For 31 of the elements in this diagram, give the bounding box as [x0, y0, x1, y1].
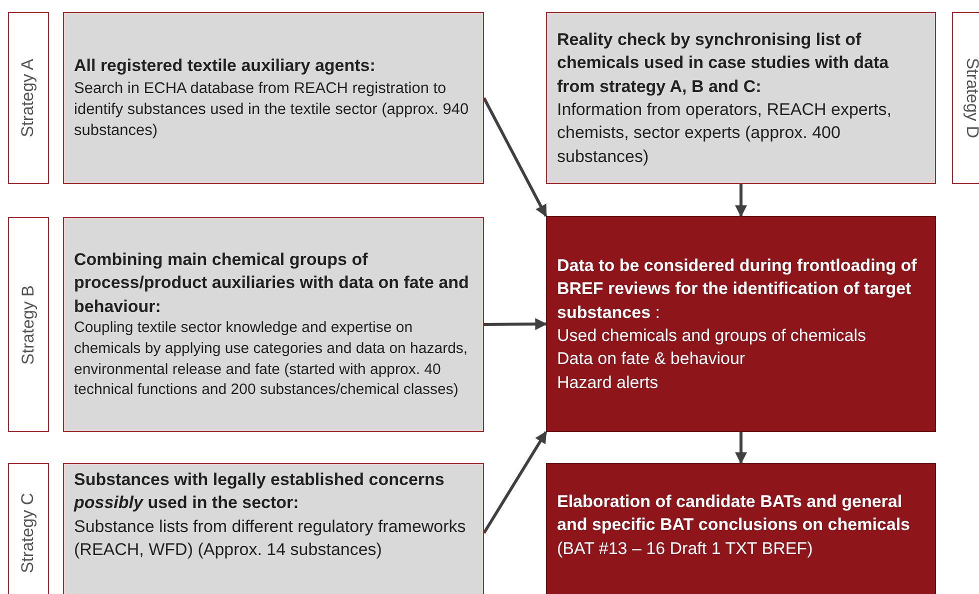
- arrow: [735, 432, 747, 464]
- arrow: [482, 97, 548, 218]
- process-box: [63, 463, 484, 594]
- box-text: Search in ECHA database from REACH registration to identify substances used in the textile sector (approx. 940 substances): [74, 78, 470, 142]
- process-box: [63, 217, 484, 432]
- box-text: Data on fate & behaviour: [557, 348, 746, 370]
- result-box: [546, 216, 936, 432]
- strategy-label: Strategy B: [18, 284, 38, 364]
- box-text: Hazard alerts: [557, 372, 660, 394]
- box-heading: Data to be considered during frontloading of BREF reviews for the identification of target substances :: [557, 254, 918, 324]
- box-heading: Reality check by synchronising list of chemicals used in case studies with data from strategy A, B and C:: [557, 28, 890, 98]
- strategy-label: Strategy A: [18, 58, 38, 138]
- strategy-label-box: [8, 217, 49, 432]
- strategy-label: Strategy D: [962, 58, 979, 138]
- result-box: [546, 463, 936, 594]
- strategy-label-box: [8, 463, 49, 594]
- process-box: [546, 12, 936, 184]
- box-heading: Substances with legally established concerns possibly used in the sector:: [74, 469, 446, 514]
- arrow: [484, 318, 548, 330]
- box-text: Information from operators, REACH experts, chemists, sector experts (approx. 400 substances): [557, 99, 892, 168]
- arrow: [735, 184, 747, 218]
- box-heading: Elaboration of candidate BATs and general and specific BAT conclusions on chemicals (BAT #13 – 16 Draft 1 TXT BREF): [557, 491, 911, 560]
- strategy-label-box: [8, 12, 49, 184]
- process-box: [63, 12, 484, 184]
- box-text: Used chemicals and groups of chemicals: [557, 325, 867, 347]
- box-text: Coupling textile sector knowledge and expertise on chemicals by applying use categories and data on hazards, environmental release and fate (started with approx. 40 technical functions and 200 substances/chemical classes): [74, 318, 469, 400]
- box-text: Substance lists from different regulatory frameworks (REACH, WFD) (Approx. 14 substances): [74, 516, 467, 562]
- arrow: [482, 430, 548, 534]
- strategy-label: Strategy C: [18, 492, 38, 574]
- box-heading: All registered textile auxiliary agents:: [74, 55, 376, 78]
- box-heading: Combining main chemical groups of process/product auxiliaries with data on fate and behaviour:: [74, 248, 470, 318]
